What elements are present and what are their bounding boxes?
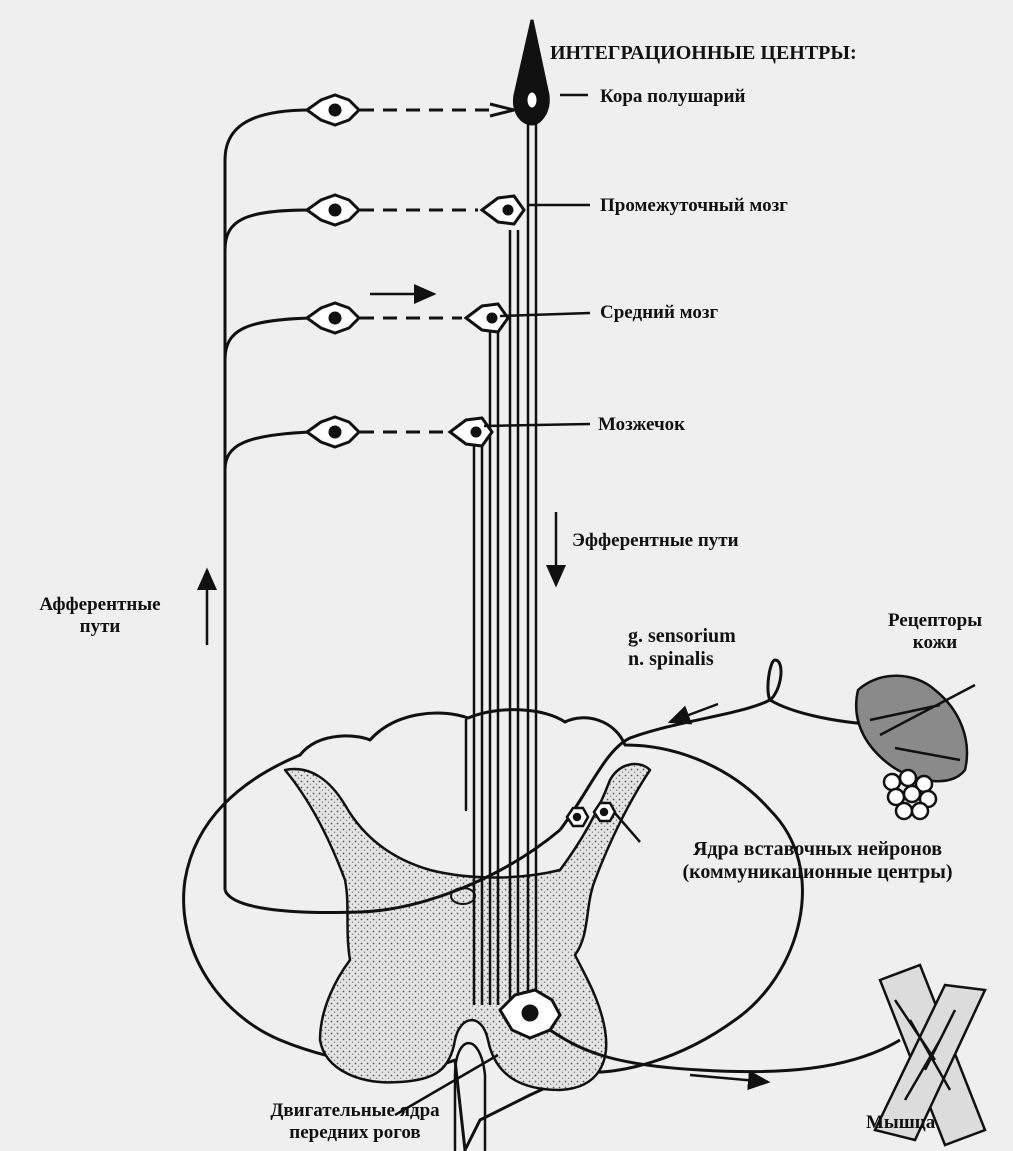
motor-nuclei-label: Двигательные ядра передних рогов [225, 1100, 485, 1144]
midbrain-label: Средний мозг [600, 302, 718, 324]
diencephalon-relay-neuron [482, 196, 524, 224]
motor-arrow [690, 1075, 768, 1082]
integration-neurons [307, 20, 548, 447]
cerebellum-neuron [307, 417, 359, 447]
midbrain-neuron [307, 303, 359, 333]
muscle-label: Мышца [866, 1112, 935, 1134]
interneurons-label: Ядра вставочных нейронов (коммуникационн… [630, 838, 1005, 884]
efferent-tracts [474, 115, 536, 1005]
integration-centers-title: ИНТЕГРАЦИОННЫЕ ЦЕНТРЫ: [550, 42, 857, 65]
cerebellum-label: Мозжечок [598, 414, 685, 436]
afferent-label: Афферентные пути [10, 594, 190, 638]
cerebellum-relay-neuron [450, 418, 492, 446]
efferent-label: Эфферентные пути [572, 530, 739, 552]
receptors-label: Рецепторы кожи [860, 610, 1010, 654]
cortex-neuron [307, 95, 359, 125]
cortex-label: Кора полушарий [600, 86, 746, 108]
midbrain-relay-neuron [466, 304, 508, 332]
skin-receptors [856, 676, 975, 819]
diencephalon-label: Промежуточный мозг [600, 195, 788, 217]
diencephalon-neuron [307, 195, 359, 225]
synaptic-links [360, 110, 490, 432]
ganglion-label: g. sensorium n. spinalis [628, 625, 736, 671]
